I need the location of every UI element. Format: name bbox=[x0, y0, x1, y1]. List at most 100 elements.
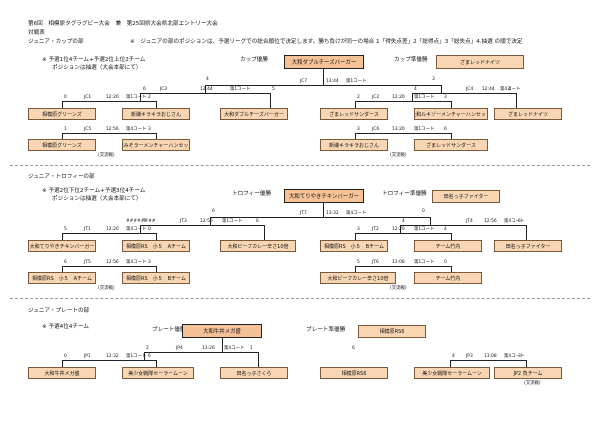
plate-p3-court: 第4コート bbox=[504, 354, 525, 359]
plate-score: 4 bbox=[452, 354, 455, 359]
plate-p3-code: JP3 bbox=[466, 354, 473, 359]
trophy-score: 6 bbox=[64, 260, 67, 265]
trophy-cons-team-box: チーム竹内 bbox=[414, 272, 482, 284]
plate-exchange-label: (交流戦) bbox=[524, 381, 541, 386]
trophy-team-box: 大和ビーフカレー辛さ10倍 bbox=[220, 240, 296, 252]
plate-score: 0 bbox=[64, 354, 67, 359]
cup-team-box: 相模原グリーンズ bbox=[28, 108, 96, 120]
plate-runnerup-box: 相模原RS6 bbox=[358, 325, 426, 338]
cup-cons2-court: 第1コート bbox=[414, 127, 435, 132]
cup-team-box: 大和ダブルチーズバーガー bbox=[220, 108, 288, 120]
cup-champion-label: カップ優勝 bbox=[240, 57, 268, 63]
cup-score: 3 bbox=[148, 127, 151, 132]
plate-p4-code: JP4 bbox=[176, 346, 183, 351]
trophy-cons1-court: 第4コート bbox=[126, 260, 147, 265]
cup-final-time: 13:44 bbox=[326, 79, 339, 84]
trophy-team-box: 田名っ子ファイター bbox=[494, 240, 562, 252]
cup-score: 6 bbox=[444, 127, 447, 132]
trophy-qf1-court: 第4コート bbox=[126, 227, 147, 232]
trophy-cons2-code: JT6 bbox=[372, 260, 379, 265]
trophy-champion-box: 大和てりやきチキンバーガー bbox=[284, 189, 364, 203]
cup-cons1-code: JC5 bbox=[84, 127, 92, 132]
cup-sf2-court: 第4コート bbox=[500, 87, 521, 92]
trophy-sf2-time: 12:56 bbox=[484, 219, 497, 224]
cup-score: 4 bbox=[414, 87, 417, 92]
cup-qf1-time: 12:20 bbox=[106, 95, 119, 100]
cup-qf1-court: 第1コート bbox=[126, 95, 147, 100]
trophy-sf1-court: 第1コート bbox=[222, 219, 243, 224]
trophy-score: 6 bbox=[256, 219, 259, 224]
cup-cons1-court: 第4コート bbox=[126, 127, 147, 132]
cup-cons-team-box: 相模原グリーンズ bbox=[28, 139, 96, 151]
cup-sf2-time: 12:44 bbox=[482, 87, 495, 92]
trophy-sf1-code: JT3 bbox=[180, 219, 187, 224]
plate-champion-box: 大和牛丼メガ盛 bbox=[182, 324, 262, 338]
plate-p1-court: 第1コート bbox=[126, 354, 147, 359]
trophy-score: 3 bbox=[357, 227, 360, 232]
cup-rule-2: ポジションは抽選（大会本部にて） bbox=[52, 65, 142, 71]
cup-final-court: 第1コート bbox=[346, 79, 367, 84]
trophy-team-box: 相模原RS 小５ Bチーム bbox=[320, 240, 388, 252]
plate-team-box: 田名っ子さくら bbox=[220, 367, 288, 379]
trophy-team-box: チーム竹内 bbox=[414, 240, 482, 252]
trophy-score: 5 bbox=[64, 227, 67, 232]
cup-score: 1 bbox=[64, 127, 67, 132]
cup-qf2-code: JC2 bbox=[372, 95, 380, 100]
trophy-score: 0 bbox=[422, 209, 425, 214]
trophy-score: 0 bbox=[444, 260, 447, 265]
cup-cons-team-box: 新磯キラキラおじさん bbox=[320, 139, 388, 151]
trophy-exchange-label: (交流戦) bbox=[390, 286, 407, 291]
trophy-final-court: 第4コート bbox=[346, 211, 367, 216]
page-subtitle: 対戦表 bbox=[28, 30, 45, 36]
trophy-rule-1: ※ 予選2位下位2チーム+予選3位4チーム bbox=[42, 188, 146, 194]
cup-sf1-court: 第1コート bbox=[230, 87, 251, 92]
plate-score: 6 bbox=[148, 354, 151, 359]
cup-champion-box: 大和ダブルチーズバーガー bbox=[284, 55, 364, 69]
cup-team-box: 大和ルキゾーメンチャーハンセット bbox=[414, 108, 488, 120]
plate-score: 3 bbox=[518, 354, 521, 359]
cup-score: 6 bbox=[143, 87, 146, 92]
plate-p4-time: 13:20 bbox=[202, 346, 215, 351]
plate-score: 1 bbox=[250, 346, 253, 351]
cup-score: 3 bbox=[357, 127, 360, 132]
plate-p4-court: 第4コート bbox=[224, 346, 245, 351]
trophy-runnerup-label: トロフィー準優勝 bbox=[382, 191, 427, 197]
cup-score: 0 bbox=[64, 95, 67, 100]
cup-runnerup-box: ざまレッドナイツ bbox=[436, 55, 524, 69]
trophy-score: 3 bbox=[148, 260, 151, 265]
trophy-sf2-code: JT4 bbox=[466, 219, 473, 224]
plate-score: 6 bbox=[352, 346, 355, 351]
cup-score: 5 bbox=[272, 87, 275, 92]
trophy-cons2-court: 第1コート bbox=[414, 260, 435, 265]
trophy-score: 6 bbox=[518, 219, 521, 224]
cup-sf1-code: JC3 bbox=[160, 87, 168, 92]
cup-cons-team-box: ざまレッドサンダース bbox=[414, 139, 488, 151]
plate-team-box: 相模原RS6 bbox=[320, 367, 388, 379]
trophy-final-code: JT7 bbox=[300, 211, 307, 216]
trophy-score: 5 bbox=[357, 260, 360, 265]
trophy-runnerup-box: 田名っ子ファイター bbox=[432, 190, 500, 203]
trophy-sf2-court: 第4コート bbox=[504, 219, 525, 224]
cup-exchange-label: (交流戦) bbox=[98, 153, 115, 158]
trophy-team-box: 大和てりやきチキンバーガー bbox=[28, 240, 96, 252]
cup-qf2-time: 12:20 bbox=[392, 95, 405, 100]
trophy-cons1-time: 12:56 bbox=[106, 260, 119, 265]
cup-team-box: 新磯キラキラおじさん bbox=[122, 108, 190, 120]
trophy-champion-label: トロフィー優勝 bbox=[232, 191, 272, 197]
trophy-qf2-court: 第1コート bbox=[414, 227, 435, 232]
trophy-qf1-time: 12:20 bbox=[106, 227, 119, 232]
section-divider bbox=[10, 165, 590, 166]
plate-team-box: 美少女戦隊セーラームーン bbox=[414, 367, 490, 379]
trophy-qf1-code: JT1 bbox=[84, 227, 91, 232]
cup-cons2-code: JC6 bbox=[372, 127, 380, 132]
cup-cons-team-box: 和みそラーメンチャーハンセット bbox=[122, 139, 190, 151]
cup-score: 2 bbox=[148, 95, 151, 100]
trophy-exchange-label: (交流戦) bbox=[98, 286, 115, 291]
trophy-score: 0 bbox=[148, 227, 151, 232]
trophy-team-box: 相模原RS 小５ Aチーム bbox=[122, 240, 190, 252]
trophy-qf2-time: 12:20 bbox=[392, 227, 405, 232]
trophy-section-title: ジュニア・トロフィーの部 bbox=[28, 174, 95, 180]
plate-p1-time: 12:32 bbox=[106, 354, 119, 359]
cup-sf2-code: JC4 bbox=[466, 87, 474, 92]
plate-team-box: 大和牛丼メガ盛 bbox=[28, 367, 96, 379]
